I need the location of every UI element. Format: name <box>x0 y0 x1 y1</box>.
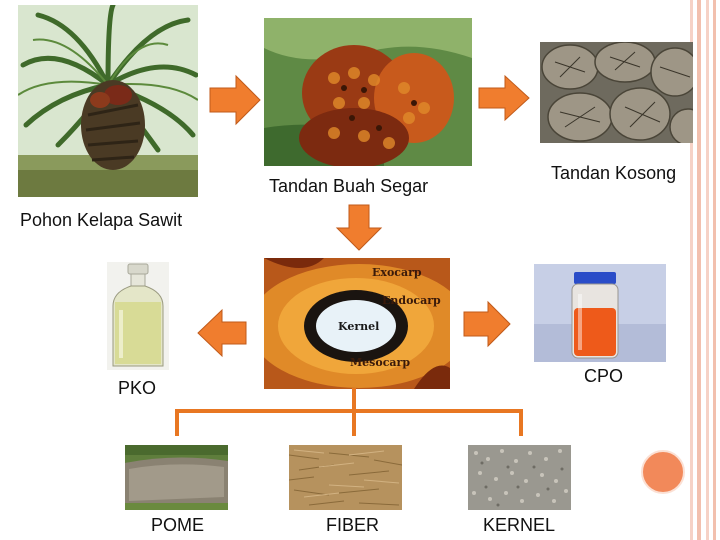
pko-bottle-image <box>107 262 169 370</box>
mesocarp-label: Mesocarp <box>350 356 411 369</box>
byproduct-bracket <box>175 388 523 436</box>
border-stripe-4 <box>713 0 716 540</box>
empty-bunch-label: Tandan Kosong <box>551 163 677 183</box>
decorative-dot <box>641 450 685 494</box>
border-stripe-3 <box>706 0 709 540</box>
palm-tree-image <box>18 5 198 197</box>
fiber-image <box>289 445 402 510</box>
cpo-label: CPO <box>584 366 624 386</box>
fruit-cross-section-image: Exocarp Endocarp Kernel Mesocarp <box>264 258 450 389</box>
fiber-label: FIBER <box>326 515 380 535</box>
pome-label: POME <box>151 515 205 535</box>
kernel-image <box>468 445 571 510</box>
fresh-bunch-label: Tandan Buah Segar <box>269 176 429 196</box>
kernel-fruit-label: Kernel <box>338 320 380 333</box>
empty-fruit-bunch-image <box>540 42 693 143</box>
exocarp-label: Exocarp <box>372 266 422 279</box>
arrow-left <box>197 308 247 358</box>
fresh-fruit-bunch-image <box>264 18 472 166</box>
arrow-right-2 <box>478 74 530 122</box>
border-stripe-2 <box>697 0 701 540</box>
arrow-down <box>335 204 383 251</box>
pome-image <box>125 445 228 510</box>
cpo-jar-image <box>534 264 666 362</box>
endocarp-label: Endocarp <box>382 294 441 307</box>
border-stripe-1 <box>690 0 693 540</box>
kernel-label: KERNEL <box>483 515 556 535</box>
arrow-right-1 <box>209 74 261 126</box>
arrow-right-3 <box>463 300 511 348</box>
palm-tree-label: Pohon Kelapa Sawit <box>20 210 183 230</box>
pko-label: PKO <box>118 378 157 398</box>
